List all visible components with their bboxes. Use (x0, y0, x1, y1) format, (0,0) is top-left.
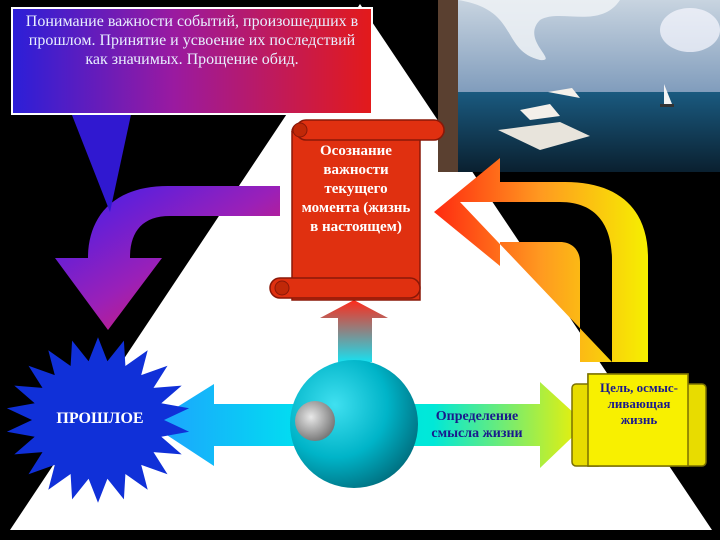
cyan-sphere-icon (290, 360, 418, 488)
goal-scroll (571, 373, 707, 467)
present-scroll (269, 119, 445, 301)
callout-box (11, 7, 373, 212)
meaning-label: Определение смысла жизни (431, 409, 523, 441)
sea-sailboat-photo (438, 0, 720, 172)
blue-starburst-icon (6, 337, 190, 503)
right-curved-arrow (434, 158, 648, 362)
present-scroll-text: Осознание важности текущего момента (жиз… (301, 143, 411, 235)
goal-scroll-text: Цель, осмыс-ливающая жизнь (600, 380, 678, 427)
callout-text: Понимание важности событий, произошедших… (25, 13, 359, 68)
past-label: ПРОШЛОЕ (56, 410, 144, 427)
left-curved-arrow (55, 186, 280, 330)
up-arrow (320, 300, 388, 362)
